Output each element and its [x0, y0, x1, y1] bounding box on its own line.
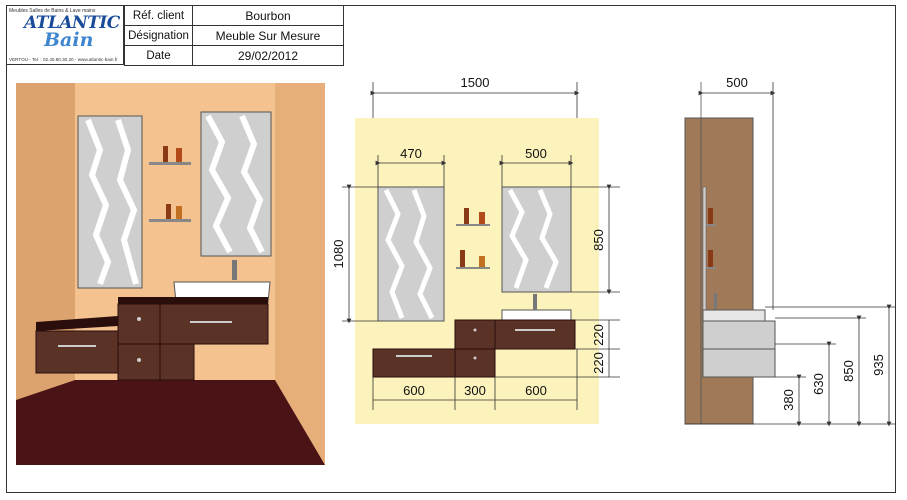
dim-total-height: 1080 [331, 240, 346, 269]
render-mirror-left [77, 115, 143, 289]
render-mirror-right [200, 111, 272, 257]
dim-segment-middle: 300 [464, 383, 486, 398]
front-shelves [456, 208, 490, 269]
logo-tagline: Meubles Salles de Bains & Lave mains [9, 8, 96, 14]
logo-contact: VERTOU - Tel. : 02.40.80.30.20 - www.atl… [9, 57, 118, 62]
front-mirror-right [501, 186, 572, 293]
front-cabinet [372, 319, 576, 378]
side-basin [702, 309, 766, 322]
dim-side-630: 630 [811, 373, 826, 395]
front-basin [501, 309, 572, 321]
render-cabinet [35, 297, 269, 381]
dim-drawer-upper: 220 [591, 324, 606, 346]
dim-drawer-lower: 220 [591, 352, 606, 374]
side-cabinet-upper [702, 320, 776, 350]
dim-side-935: 935 [871, 354, 886, 376]
value-date: 29/02/2012 [192, 45, 344, 66]
render-shelves [149, 146, 191, 222]
side-cabinet-lower [702, 348, 776, 378]
logo-brand-line2: Bain [44, 29, 94, 51]
floor [16, 380, 325, 465]
dim-side-850: 850 [841, 360, 856, 382]
dim-side-depth: 500 [726, 75, 748, 90]
side-elevation: 500 380 630 850 935 [684, 75, 896, 427]
dim-mirror-height: 850 [591, 229, 606, 251]
dim-mirror-right-width: 500 [525, 146, 547, 161]
side-wall [684, 117, 754, 425]
dim-segment-left: 600 [403, 383, 425, 398]
dim-side-380: 380 [781, 389, 796, 411]
drawing-frame [6, 5, 896, 493]
front-elevation: 1500 470 500 1080 850 220 220 600 300 60… [331, 75, 620, 424]
dim-mirror-left-width: 470 [400, 146, 422, 161]
company-logo: Meubles Salles de Bains & Lave mains ATL… [6, 5, 124, 65]
perspective-render [16, 83, 325, 465]
front-mirror-left [377, 186, 445, 322]
label-date: Date [124, 45, 193, 66]
dim-total-width: 1500 [461, 75, 490, 90]
logo-brand-line1: ATLANTIC [24, 13, 120, 33]
value-designation: Meuble Sur Mesure [192, 25, 344, 46]
dim-segment-right: 600 [525, 383, 547, 398]
